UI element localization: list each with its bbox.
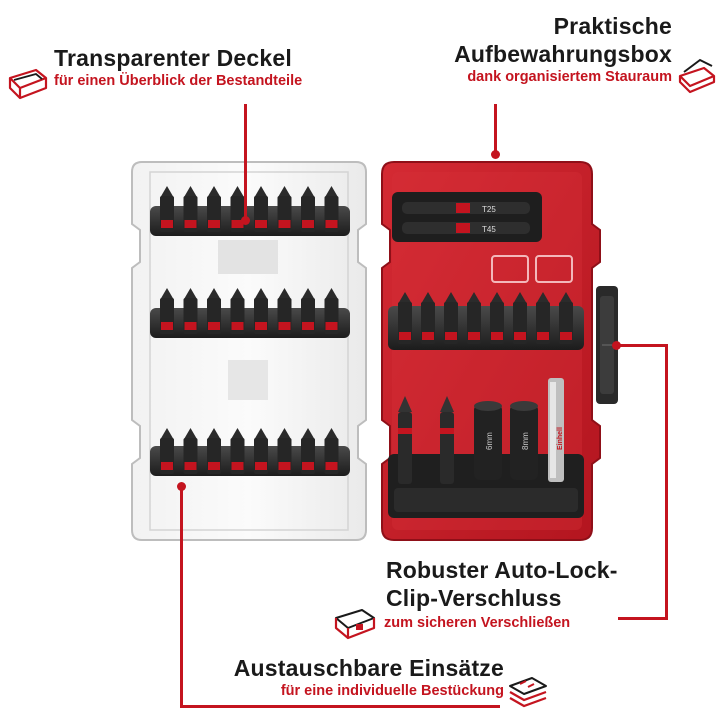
closed-box-icon [332,606,378,642]
lid-bit [324,288,339,334]
lock-leader-bottom [618,617,668,620]
auto-lock-clip [596,286,618,404]
lid-bit [277,186,292,232]
box-bit-row [388,306,584,350]
lid-bit-row-2 [150,308,350,338]
lid-bit [301,288,315,334]
box-callout-subtitle: dank organisiertem Stauraum [467,69,672,85]
box-callout: Praktische Aufbewahrungsbox dank organis… [454,12,672,86]
tray-slots [394,488,578,512]
lid-bit [254,428,268,474]
lock-callout-title-line2: Clip-Verschluss [386,585,562,611]
box-leader-dot [491,150,500,159]
box-bit [559,292,573,344]
lid-bit [207,186,221,232]
box-bit [490,292,504,344]
lid-callout: Transparenter Deckel für einen Überblick… [54,44,302,90]
box-bit [398,292,412,344]
nut-driver-label-1: 6mm [485,432,494,450]
lid-callout-title: Transparenter Deckel [54,45,292,71]
stacked-inserts-icon [506,672,550,708]
lid-bit [160,428,174,474]
box-open-icon [676,58,718,94]
lid-callout-subtitle: für einen Überblick der Bestandteile [54,73,303,89]
lock-leader-horizontal [618,344,668,347]
lid-bit [183,288,198,334]
lock-callout: Robuster Auto-Lock- Clip-Verschluss zum … [384,556,618,632]
box-bit [421,292,435,344]
inserts-callout: Austauschbare Einsätze für eine individu… [196,654,504,700]
lid-bit [277,428,292,474]
lid-leader-dot [241,216,250,225]
box-bit [467,292,481,344]
box-lid-icon [6,66,48,100]
nut-driver-label-2: 8mm [521,432,530,450]
bit-holder-tray: T25 T45 [392,192,542,242]
lid-bit [324,186,339,232]
lid-bit [324,428,339,474]
box-callout-title-line1: Praktische [553,13,672,39]
lid-bit [207,428,221,474]
lock-callout-subtitle: zum sicheren Verschließen [384,615,571,631]
lid-bit [160,186,174,232]
lock-callout-title-line1: Robuster Auto-Lock- [386,557,618,583]
lid-bit [230,428,245,474]
inserts-leader-vertical [180,486,183,708]
bit-holder-label-1: T25 [482,205,496,214]
lid-bit [183,186,198,232]
long-bits [398,396,454,484]
lid-bit [254,288,268,334]
lock-leader-vertical [665,344,668,620]
box-bit [536,292,550,344]
lid-bit [301,428,315,474]
box-bit [444,292,458,344]
lid-bit [207,288,221,334]
lid-bit [277,288,292,334]
bit-holder-brand: Einhell [557,427,564,450]
inserts-leader-horizontal [180,705,500,708]
lid-bit-row-3 [150,446,350,476]
bit-holder-label-2: T45 [482,225,496,234]
magnetic-bit-holder: Einhell [548,378,564,482]
lid-bit [254,186,268,232]
inserts-callout-title: Austauschbare Einsätze [233,655,504,681]
lid-bit [183,428,198,474]
inserts-callout-subtitle: für eine individuelle Bestückung [280,683,504,699]
box-callout-title-line2: Aufbewahrungsbox [454,41,672,67]
lid-bit [301,186,315,232]
embossed-box-icons [491,255,573,283]
lock-leader-dot [612,341,621,350]
inserts-leader-dot [177,482,186,491]
box-leader-line [494,104,497,154]
lid-bit-row-1 [150,206,350,236]
box-bit [513,292,527,344]
nut-drivers: 6mm 8mm [474,401,538,480]
lid-leader-line [244,104,247,220]
lid-bit [230,288,245,334]
lid-bit [160,288,174,334]
